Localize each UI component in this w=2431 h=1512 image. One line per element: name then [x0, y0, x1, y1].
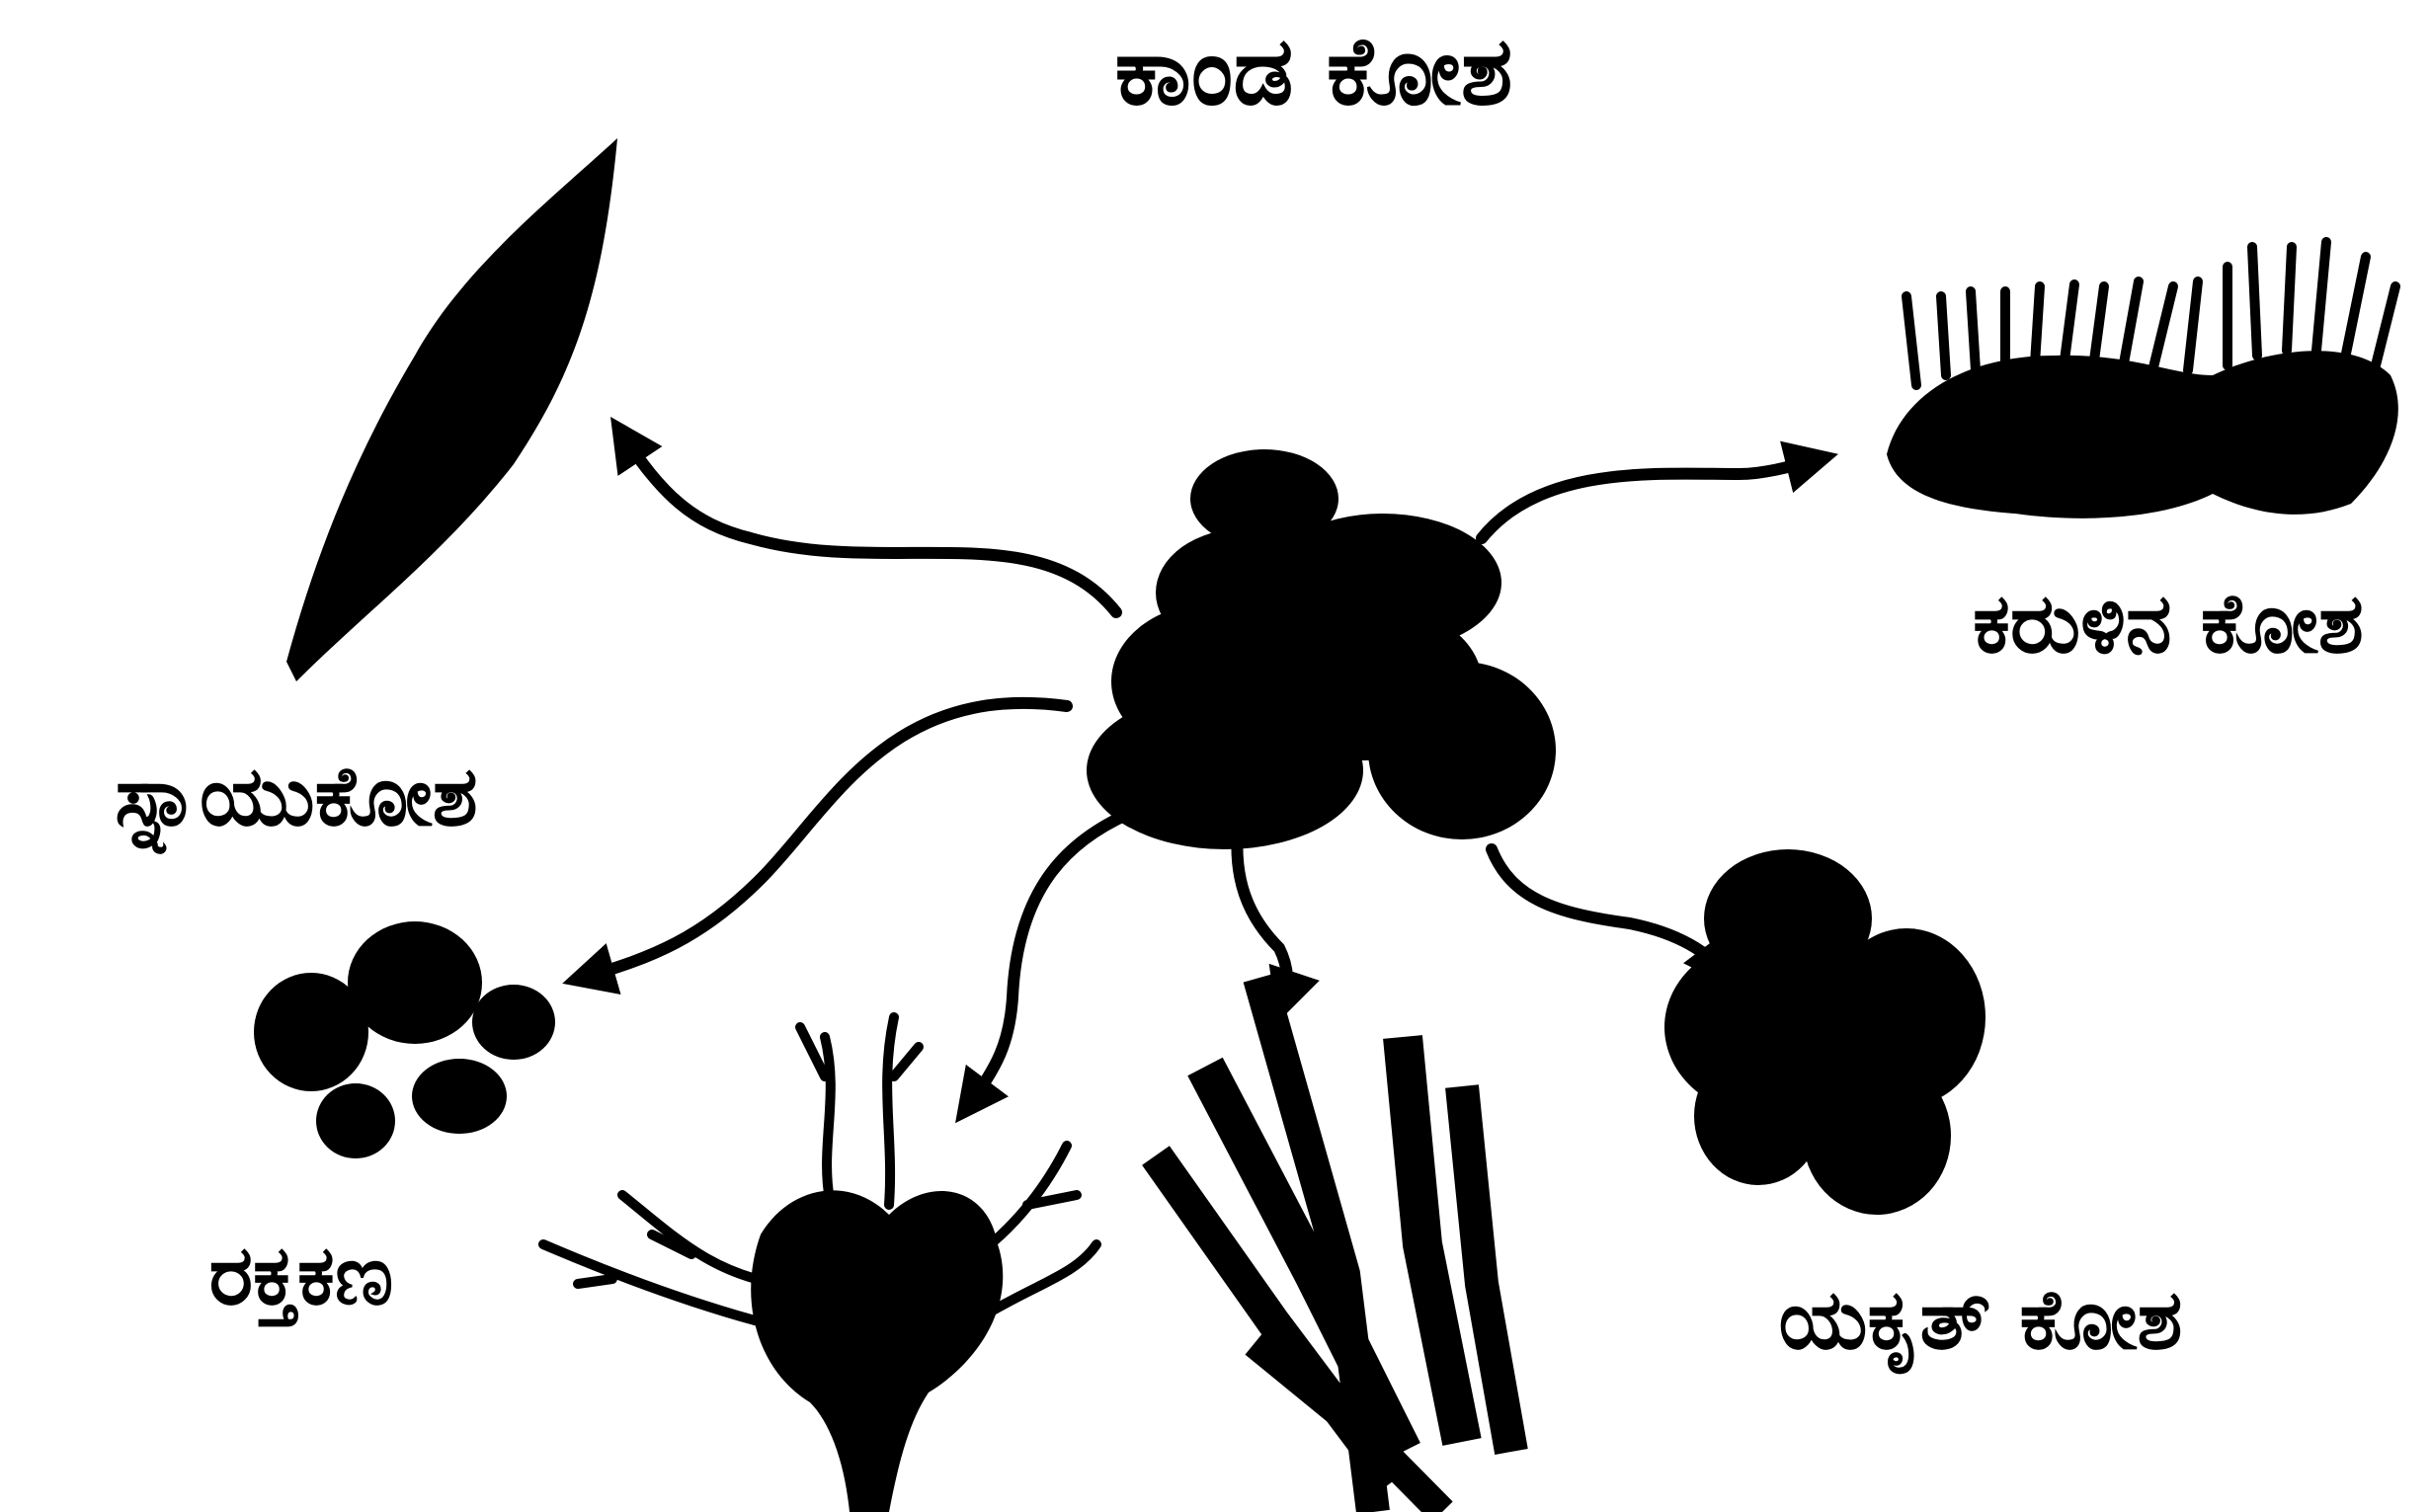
neuron-shape — [543, 1017, 1096, 1512]
label-muscle-cell: ಸ್ನಾಯುಕೋಶ — [115, 748, 477, 854]
arrow-to-blood-cells — [583, 703, 1067, 978]
muscle-cell-shape — [286, 138, 617, 681]
label-intestinal-cell: ಕರುಳಿನ ಕೋಶ — [1973, 575, 2364, 672]
label-blood-cells: ರಕ್ತಕಣ — [209, 1227, 394, 1327]
arrow-to-liver-cell — [1492, 849, 1724, 973]
arrow-to-intestinal-cell — [1482, 459, 1818, 538]
blood-cells-shape — [254, 921, 555, 1158]
intestinal-cell-shape — [1887, 242, 2398, 518]
diagram-title: ಕಾಂಡ ಕೋಶ — [1115, 16, 1513, 126]
stem-cell-cluster — [1087, 449, 1556, 849]
label-liver-cell: ಯಕೃತ್ ಕೋಶ — [1779, 1271, 2183, 1375]
bone-fibers-shape — [1156, 978, 1511, 1512]
liver-cell-shape — [1664, 849, 1985, 1215]
arrow-to-muscle-cell — [622, 435, 1116, 612]
arrow-to-neuron — [968, 805, 1151, 1106]
